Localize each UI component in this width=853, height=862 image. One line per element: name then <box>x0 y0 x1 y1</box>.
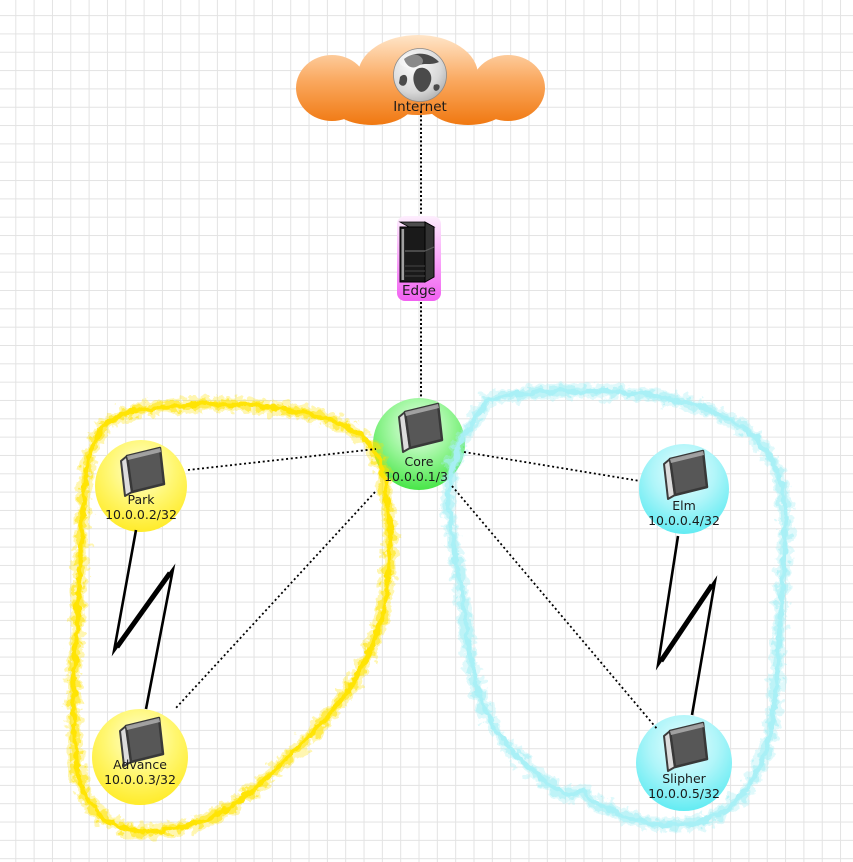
internet-label: Internet <box>393 99 447 115</box>
link-core-park <box>187 448 377 471</box>
link-core-advance <box>174 491 376 710</box>
edge-node[interactable]: Edge <box>397 216 441 301</box>
elm-ip: 10.0.0.4/32 <box>648 513 720 528</box>
globe-icon <box>393 48 447 102</box>
advance-label: Advance <box>113 757 167 772</box>
internet-cloud-node[interactable]: Internet <box>296 35 545 125</box>
core-node[interactable]: Core 10.0.0.1/3 <box>384 402 448 484</box>
lightning-link-elm-slipher <box>655 535 718 716</box>
advance-ip: 10.0.0.3/32 <box>104 772 176 787</box>
elm-label: Elm <box>672 498 696 513</box>
core-label: Core <box>405 454 434 469</box>
park-node[interactable]: Park 10.0.0.2/32 <box>105 446 177 522</box>
core-ip: 10.0.0.1/3 <box>384 469 448 484</box>
cloud-shape <box>296 35 545 125</box>
rack-server-icon <box>398 221 436 283</box>
cyan-zone-outline <box>448 391 785 825</box>
link-core-slipher <box>451 485 659 731</box>
slipher-node[interactable]: Slipher 10.0.0.5/32 <box>648 721 720 801</box>
link-core-elm <box>463 451 641 482</box>
park-label: Park <box>127 492 155 507</box>
slipher-ip: 10.0.0.5/32 <box>648 786 720 801</box>
edge-label: Edge <box>402 283 436 299</box>
advance-node[interactable]: Advance 10.0.0.3/32 <box>104 716 176 787</box>
elm-node[interactable]: Elm 10.0.0.4/32 <box>648 449 720 528</box>
park-ip: 10.0.0.2/32 <box>105 507 177 522</box>
lightning-link-park-advance <box>111 529 176 710</box>
slipher-label: Slipher <box>662 771 706 786</box>
